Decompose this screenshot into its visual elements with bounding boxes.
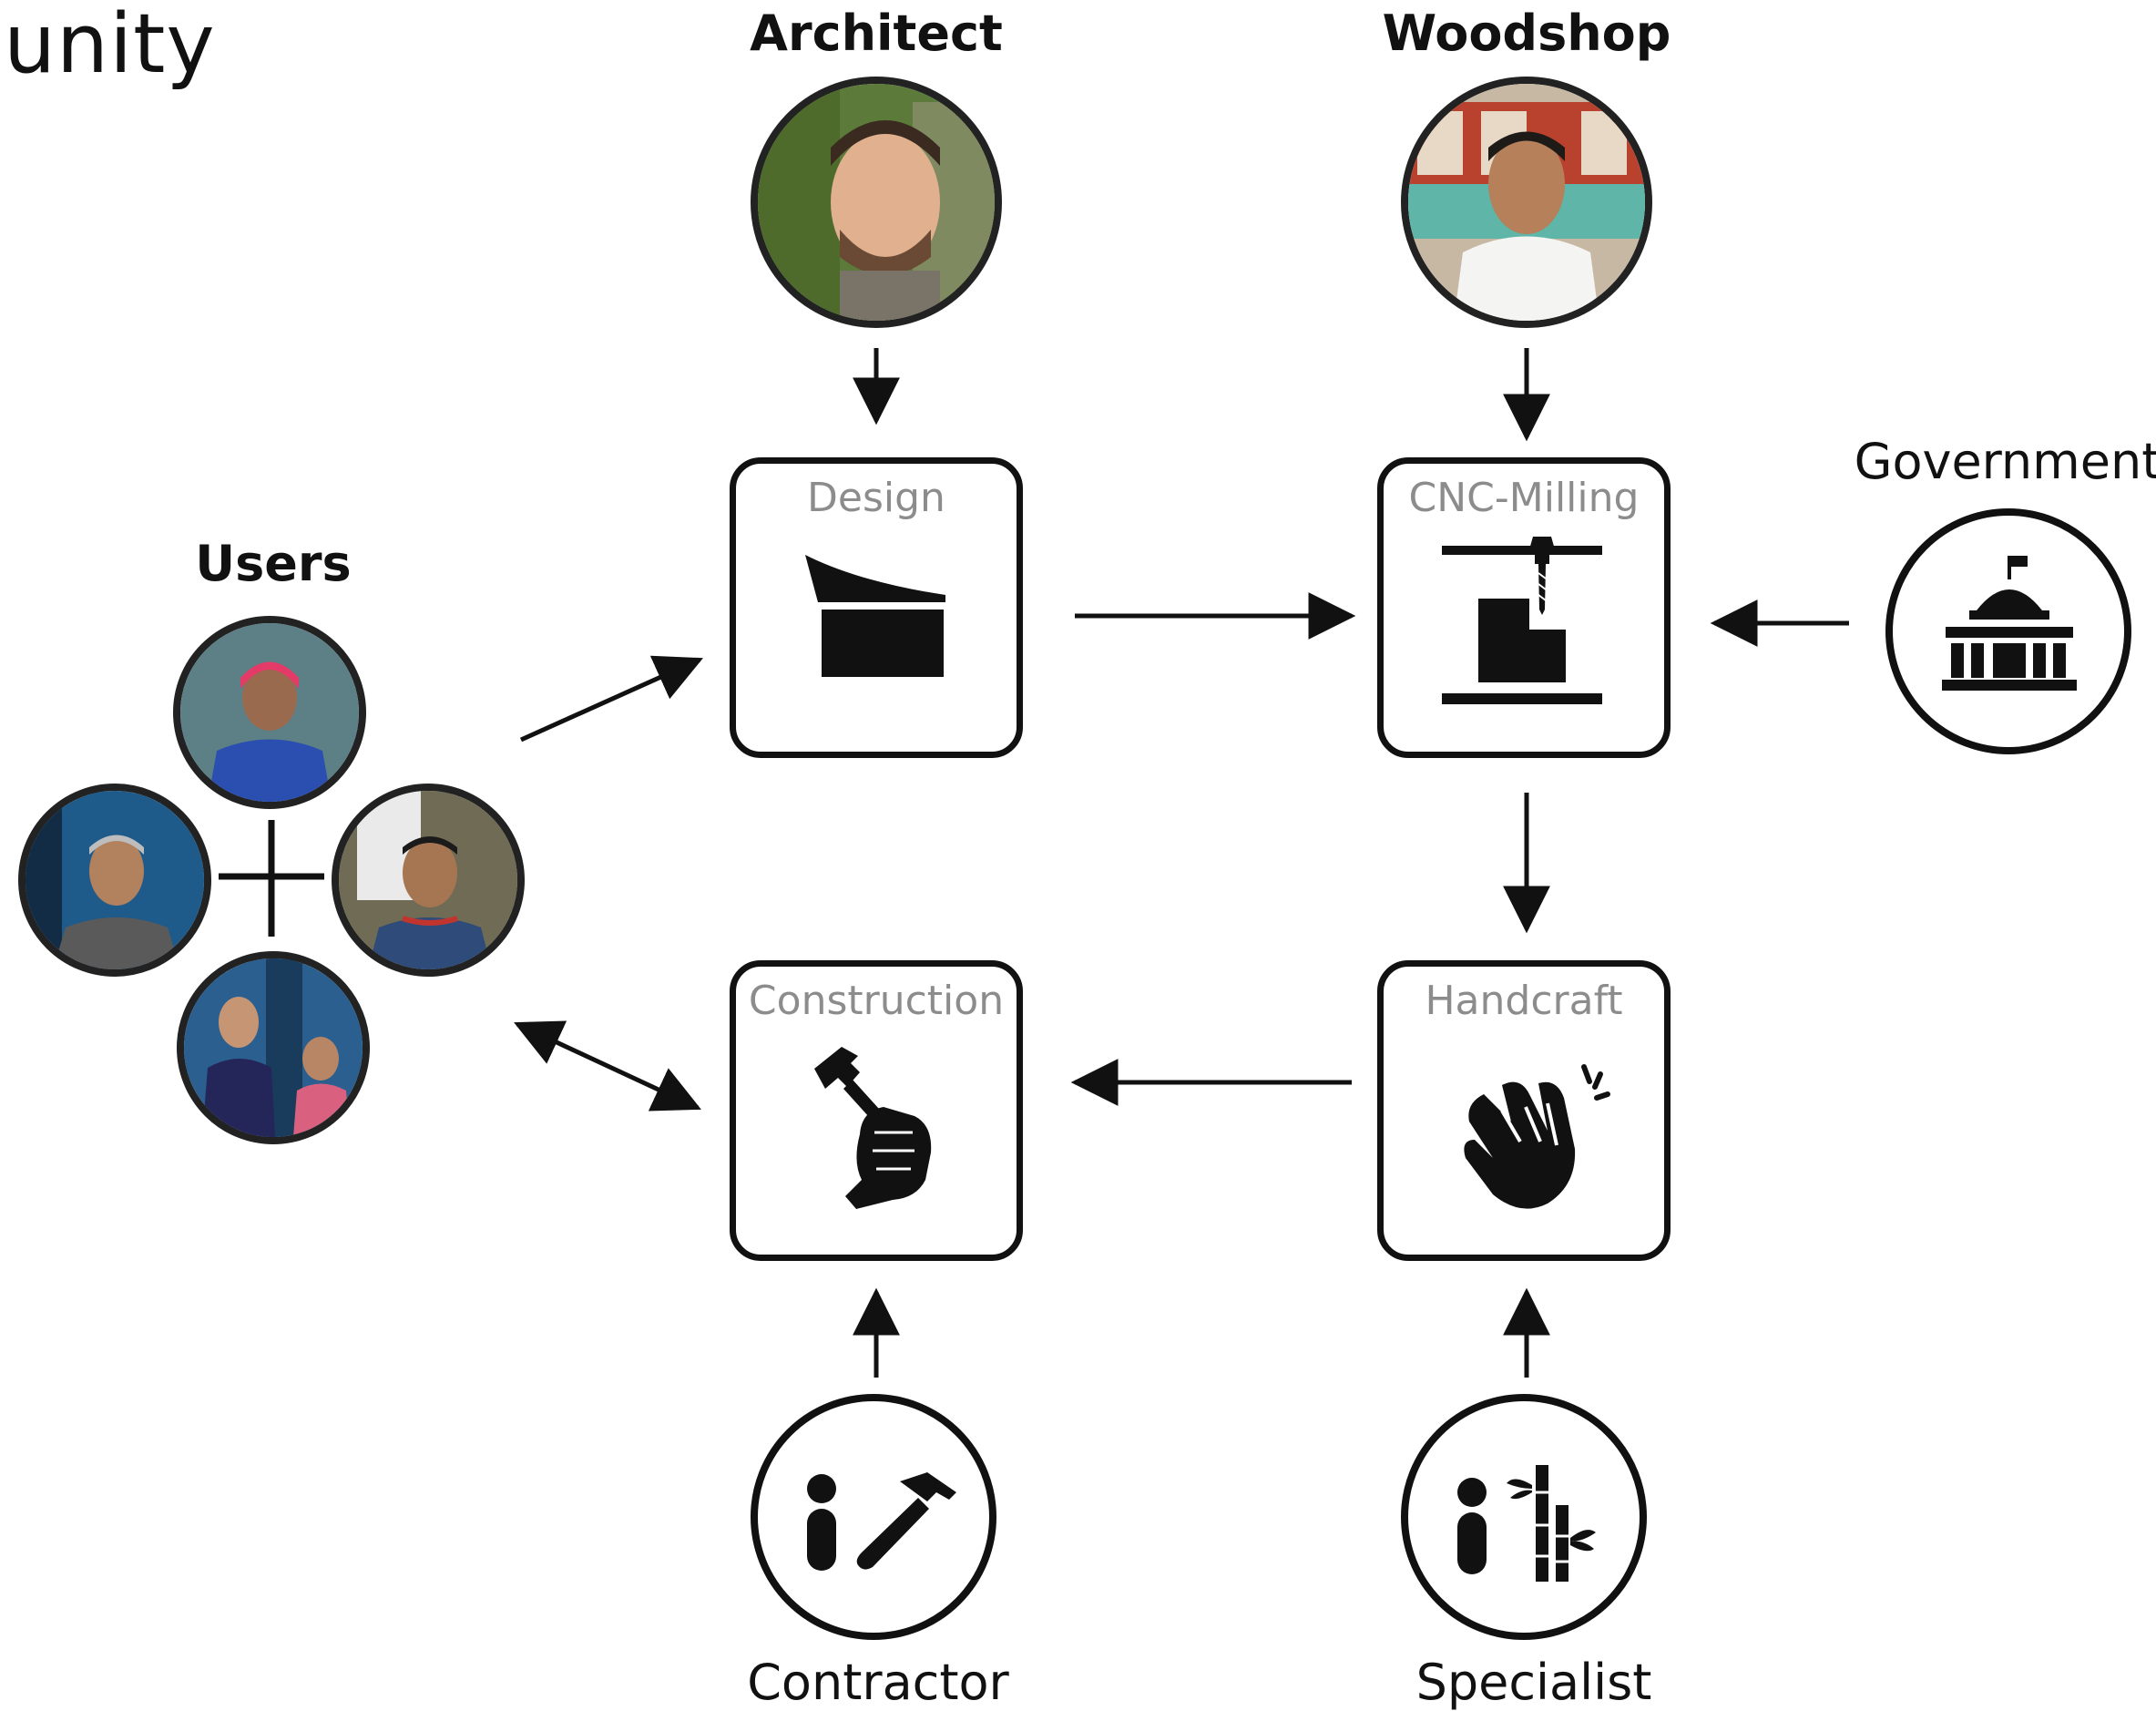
user-portrait-icon — [184, 958, 363, 1137]
user-photo-top — [173, 616, 366, 809]
woodshop-photo — [1401, 77, 1652, 328]
user-photo-bottom — [177, 951, 370, 1144]
arrow-users-construction-bidirectional — [514, 1020, 701, 1112]
woodshop-portrait-icon — [1408, 84, 1645, 321]
contractor-label: Contractor — [747, 1654, 1009, 1711]
step-handcraft: Handcraft — [1377, 960, 1671, 1261]
contractor-circle — [751, 1394, 996, 1640]
step-construction: Construction — [730, 960, 1023, 1261]
step-cnc-label: CNC-Milling — [1408, 475, 1640, 521]
specialist-label: Specialist — [1415, 1654, 1652, 1711]
woodshop-label: Woodshop — [1382, 5, 1671, 62]
users-plus-sign — [219, 820, 324, 937]
government-circle — [1885, 508, 2131, 754]
person-bamboo-icon — [1457, 1465, 1596, 1582]
user-photo-left — [18, 784, 211, 977]
step-design: Design — [730, 457, 1023, 758]
specialist-circle — [1401, 1394, 1647, 1640]
user-portrait-icon — [339, 791, 517, 969]
page-title: unity — [4, 0, 216, 92]
cnc-mill-icon — [1442, 537, 1602, 704]
government-label: Government — [1854, 433, 2156, 490]
step-cnc: CNC-Milling — [1377, 457, 1671, 758]
step-construction-label: Construction — [748, 978, 1005, 1024]
architect-label: Architect — [750, 5, 1003, 62]
clapping-hands-icon — [1464, 1064, 1610, 1209]
step-design-label: Design — [807, 475, 945, 521]
user-portrait-icon — [180, 623, 359, 802]
hand-hammer-icon — [814, 1047, 932, 1209]
users-label: Users — [195, 535, 352, 592]
user-photo-right — [332, 784, 525, 977]
step-handcraft-label: Handcraft — [1425, 978, 1623, 1024]
roof-block-icon — [805, 555, 945, 677]
government-building-icon — [1942, 556, 2077, 691]
arrow-users-to-design — [519, 655, 703, 743]
person-hammer-icon — [807, 1472, 956, 1571]
